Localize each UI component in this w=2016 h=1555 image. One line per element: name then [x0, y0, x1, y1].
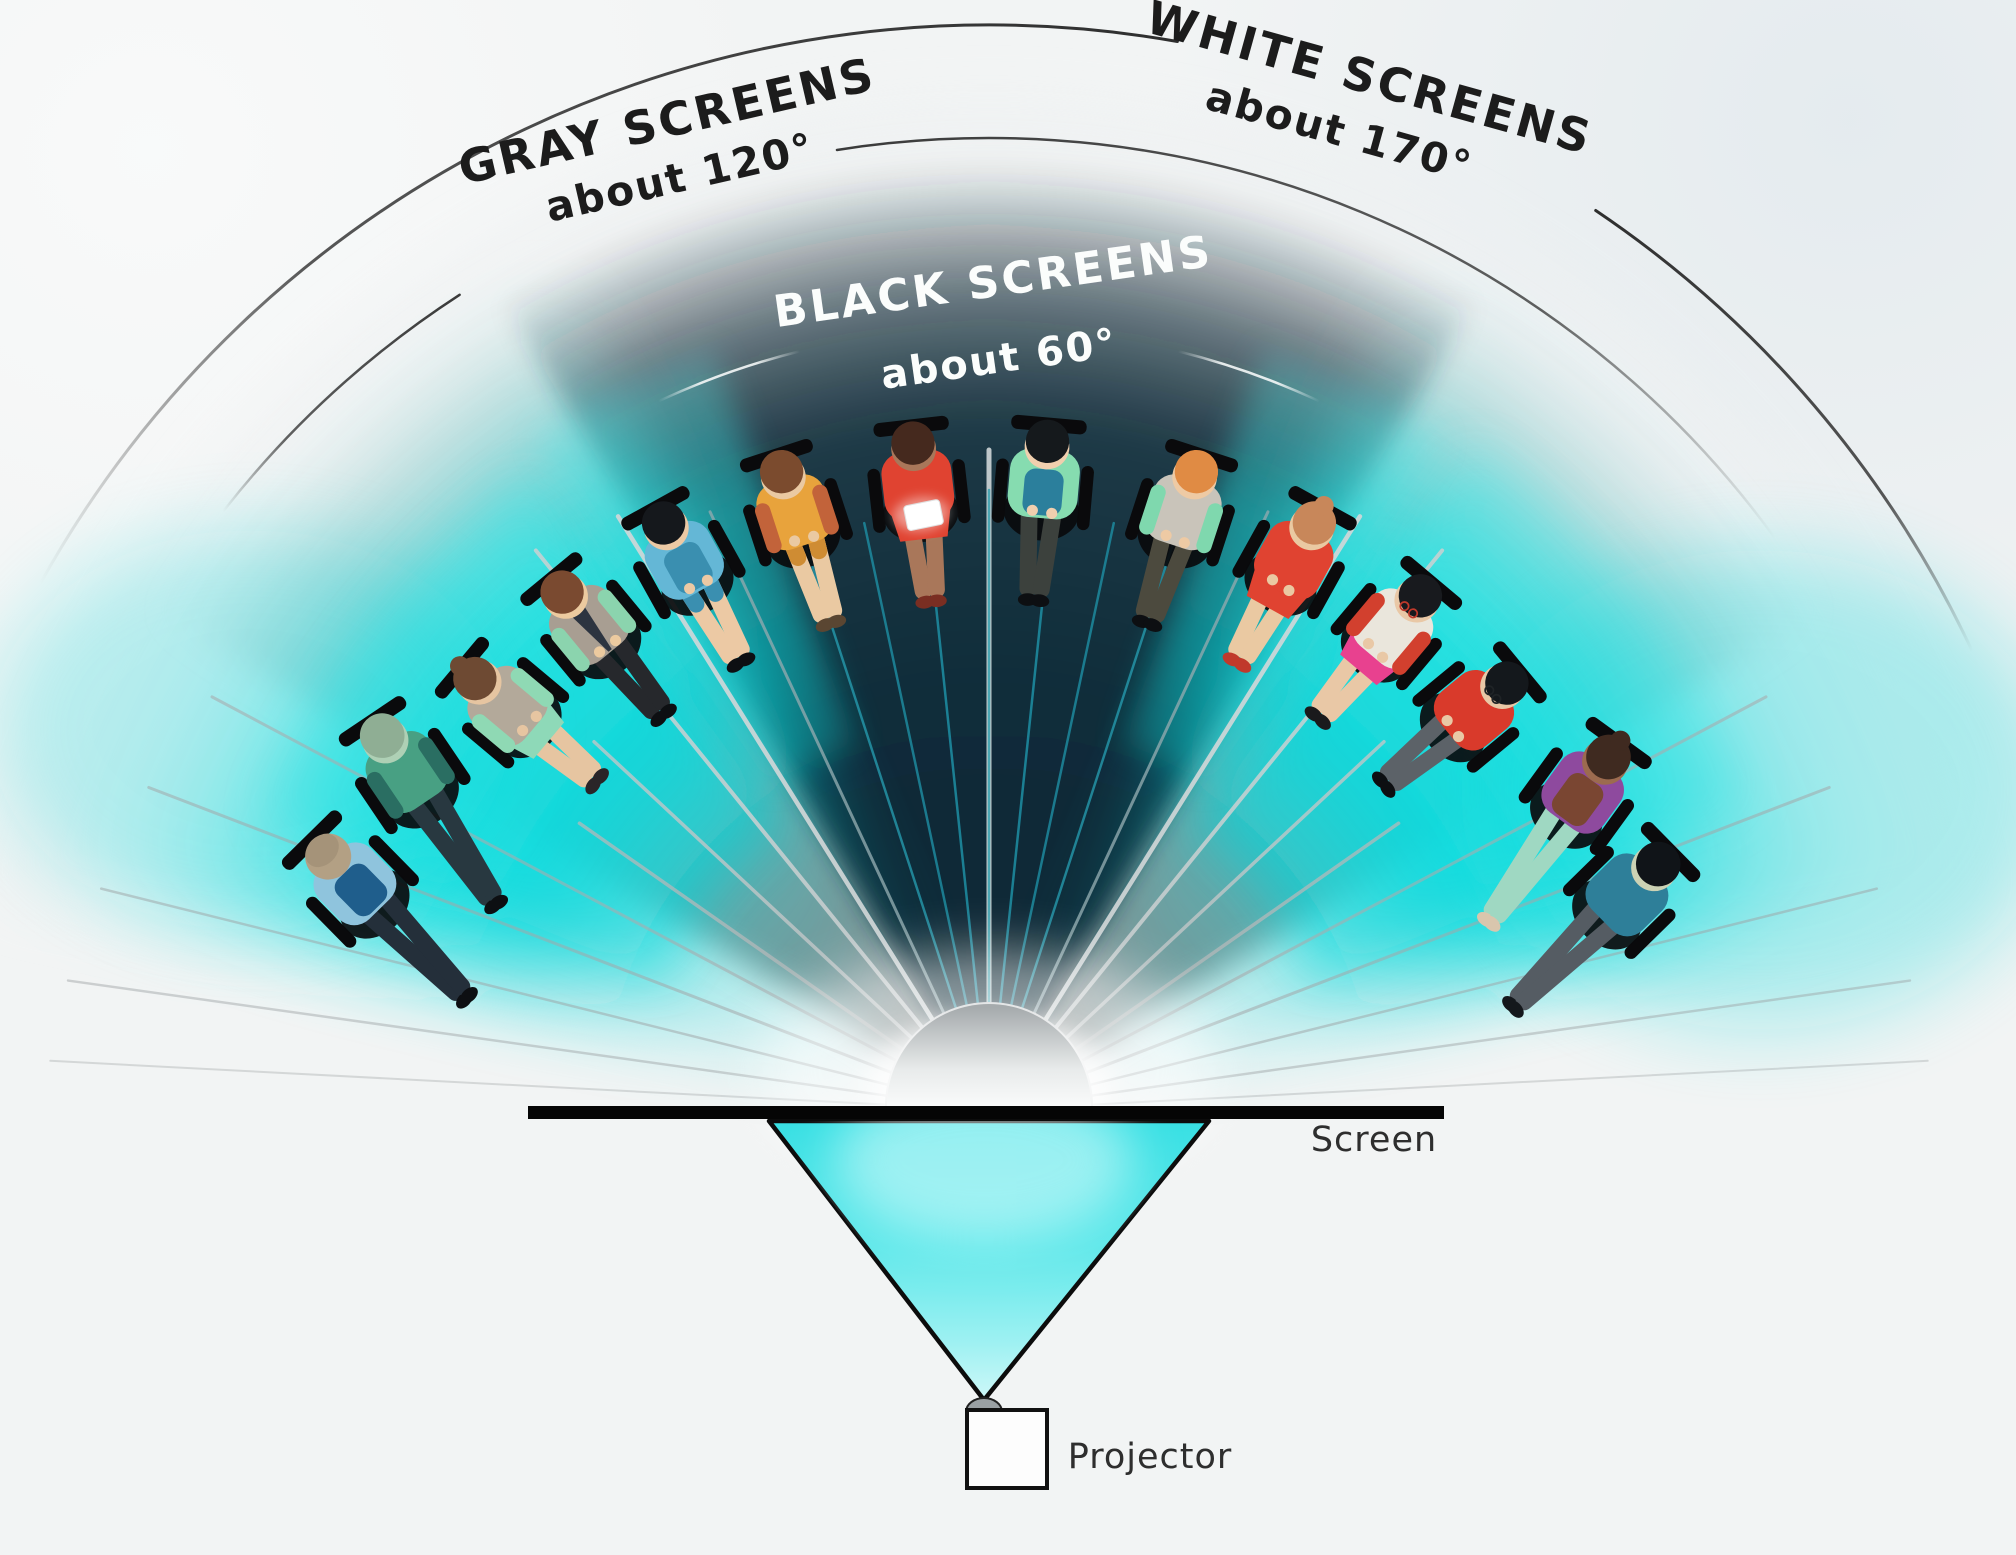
shoe [1143, 618, 1163, 632]
chair-armrest [743, 504, 772, 567]
angle-arc [657, 349, 802, 403]
shoe [592, 768, 609, 785]
chair-armrest [1518, 747, 1563, 804]
shoe [927, 594, 947, 608]
legs [1502, 894, 1627, 1018]
viewer-person [434, 636, 609, 795]
chair-armrest [1307, 561, 1345, 620]
chair-armrest [1589, 799, 1635, 856]
hair-bun [450, 656, 470, 676]
legs [586, 627, 677, 727]
shoe [1482, 915, 1501, 932]
chair-armrest [867, 468, 886, 533]
angle-arc [1594, 208, 1974, 653]
chair-armrest [952, 459, 971, 524]
shoe [826, 614, 847, 628]
chair-armrest [1330, 582, 1377, 636]
viewer-person [991, 414, 1094, 608]
chair-armrest [1232, 519, 1271, 578]
shoe [460, 986, 478, 1004]
viewer-person [621, 486, 756, 673]
viewer-person [338, 696, 509, 915]
angle-arc [835, 136, 1777, 540]
glasses [1399, 601, 1410, 612]
chair-armrest [1396, 637, 1442, 691]
chair-armrest [540, 634, 586, 687]
hair [759, 449, 804, 494]
shoe [1029, 594, 1050, 608]
projector-box [965, 1408, 1049, 1490]
hair [891, 421, 935, 465]
hair [1174, 449, 1219, 494]
hair [1398, 574, 1443, 618]
viewer-person [1304, 555, 1463, 730]
hair [540, 570, 584, 614]
chair-armrest [1624, 908, 1676, 959]
legs [401, 777, 509, 915]
shoe [659, 703, 677, 719]
chair-armrest [1076, 465, 1094, 531]
viewer-person [1372, 641, 1547, 798]
shoe [1314, 713, 1331, 730]
hair [641, 501, 686, 545]
chair-armrest [305, 896, 357, 948]
hair-bun [1610, 730, 1631, 751]
chair-armrest [1206, 504, 1235, 567]
shoe [489, 894, 509, 910]
chair-armrest [368, 835, 419, 887]
angle-arc [38, 23, 1179, 586]
tablet [903, 499, 944, 531]
glasses [1484, 685, 1495, 696]
chair-armrest [1466, 727, 1520, 773]
hair [1025, 419, 1070, 464]
viewer-person [1476, 716, 1652, 932]
screen-label: Screen [1311, 1120, 1437, 1160]
angle-arc [1176, 349, 1321, 403]
viewer-person [1125, 438, 1239, 632]
viewer-person [1222, 486, 1357, 673]
legs [1476, 796, 1587, 932]
projector-label: Projector [1068, 1437, 1233, 1477]
shoe [1507, 1000, 1524, 1018]
chair-headrest [281, 810, 343, 870]
hair-bun [1314, 496, 1334, 516]
cyan-glow [0, 530, 510, 930]
viewer-person [867, 415, 971, 609]
legs [1131, 523, 1196, 632]
chair-armrest [1562, 845, 1614, 897]
hair [1635, 841, 1681, 887]
chair-armrest [1412, 661, 1465, 707]
chair-armrest [461, 722, 515, 769]
chair-armrest [1125, 478, 1154, 540]
legs [676, 567, 756, 673]
viewer-person [520, 552, 677, 727]
legs [1372, 707, 1472, 798]
shoe [1233, 657, 1252, 673]
chair-armrest [516, 657, 570, 703]
chair-armrest [633, 561, 671, 620]
legs [354, 884, 478, 1009]
chair-armrest [707, 519, 746, 578]
shoe [1380, 780, 1396, 798]
chair-armrest [606, 579, 652, 633]
hair [359, 713, 405, 758]
head [305, 833, 352, 880]
angle-arcs [38, 23, 1974, 653]
legs [1017, 498, 1063, 608]
viewer-person [1502, 821, 1701, 1018]
viewer-person [281, 810, 478, 1009]
cone-highlight [834, 1121, 1134, 1240]
viewer-person [739, 438, 853, 632]
chair-armrest [824, 478, 853, 540]
chair-armrest [427, 727, 471, 785]
hub-fill [887, 1004, 1091, 1106]
screen-line [528, 1106, 1444, 1119]
chair-armrest [355, 776, 398, 835]
shoe [736, 652, 756, 667]
audience-arc [281, 414, 1701, 1018]
angle-arc [221, 293, 461, 513]
